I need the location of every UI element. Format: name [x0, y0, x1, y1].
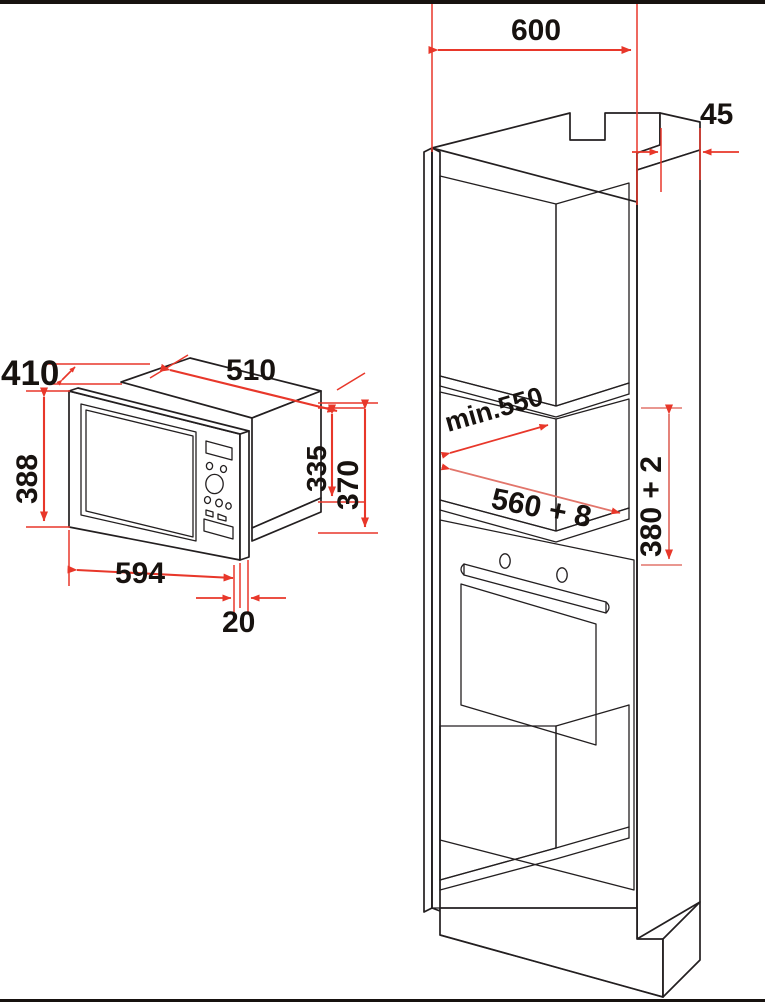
dim-510: 510	[149, 354, 366, 413]
dim-600-label: 600	[511, 14, 561, 47]
dim-410-label: 410	[1, 354, 59, 393]
lower-floor-right-edge	[555, 826, 630, 849]
dim-335-label: 335	[301, 445, 332, 492]
oven-control-knob-2-icon	[556, 567, 568, 583]
dim-594-label: 594	[115, 557, 165, 590]
button-square-icon	[205, 509, 214, 518]
lower-floor-front-line	[439, 837, 630, 891]
dim-335: 335	[301, 404, 365, 503]
dim-45-label: 45	[700, 98, 733, 131]
appliance-trim-thickness	[239, 430, 250, 561]
appliance-control-panel	[203, 440, 234, 540]
cabinet-upper-compartment	[439, 175, 630, 418]
dim-410-arrow	[56, 366, 76, 386]
appliance-trim-top-edge	[68, 387, 250, 435]
dim-388-label: 388	[11, 454, 44, 504]
cabinet-plinth	[431, 901, 701, 998]
indicator-dot-1-icon	[205, 461, 214, 471]
appliance-door-glass-outer	[80, 403, 197, 542]
dim-560p8-arrow	[440, 463, 621, 515]
dim-20: 20	[196, 560, 286, 639]
upper-shelf-front-line	[439, 385, 630, 418]
dim-594: 594	[67, 530, 241, 608]
cabinet-left-stile-edge	[423, 147, 433, 913]
dim-45: 45	[632, 98, 739, 192]
dim-20-label: 20	[222, 606, 255, 639]
button-dot-5-icon	[225, 502, 232, 510]
appliance-base-edge	[251, 497, 322, 542]
niche-floor-front-line	[439, 509, 630, 543]
dim-510-label: 510	[226, 354, 276, 387]
indicator-dot-2-icon	[219, 464, 228, 474]
appliance-view: 410 510 388 335 370	[1, 354, 378, 639]
dim-510-arrow	[159, 363, 338, 413]
oven-door-glass	[460, 583, 597, 746]
dim-410: 410	[1, 354, 150, 393]
dim-370: 370	[318, 399, 378, 534]
button-dot-3-icon	[203, 495, 212, 505]
button-dot-4-icon	[215, 498, 223, 508]
cabinet-left-side-panel	[431, 147, 441, 912]
dim-600: 600	[428, 4, 638, 205]
dim-370-label: 370	[332, 460, 365, 510]
keypad-bar	[203, 518, 234, 540]
upper-shelf-top-line	[439, 375, 630, 407]
dim-594-arrow	[67, 565, 234, 582]
dim-380p2: 380 + 2	[635, 404, 682, 566]
display-window	[205, 440, 233, 461]
cabinet-lower-compartment	[439, 704, 630, 891]
dim-388: 388	[11, 387, 70, 528]
dim-min550-arrow	[440, 423, 549, 459]
lower-back-right-edge	[555, 704, 630, 727]
appliance-door-glass-inner	[85, 409, 194, 538]
oven-control-knob-1-icon	[499, 553, 511, 569]
dim-380p2-label: 380 + 2	[635, 456, 668, 557]
rotary-knob-icon	[205, 473, 224, 495]
button-rect-icon	[217, 513, 227, 522]
